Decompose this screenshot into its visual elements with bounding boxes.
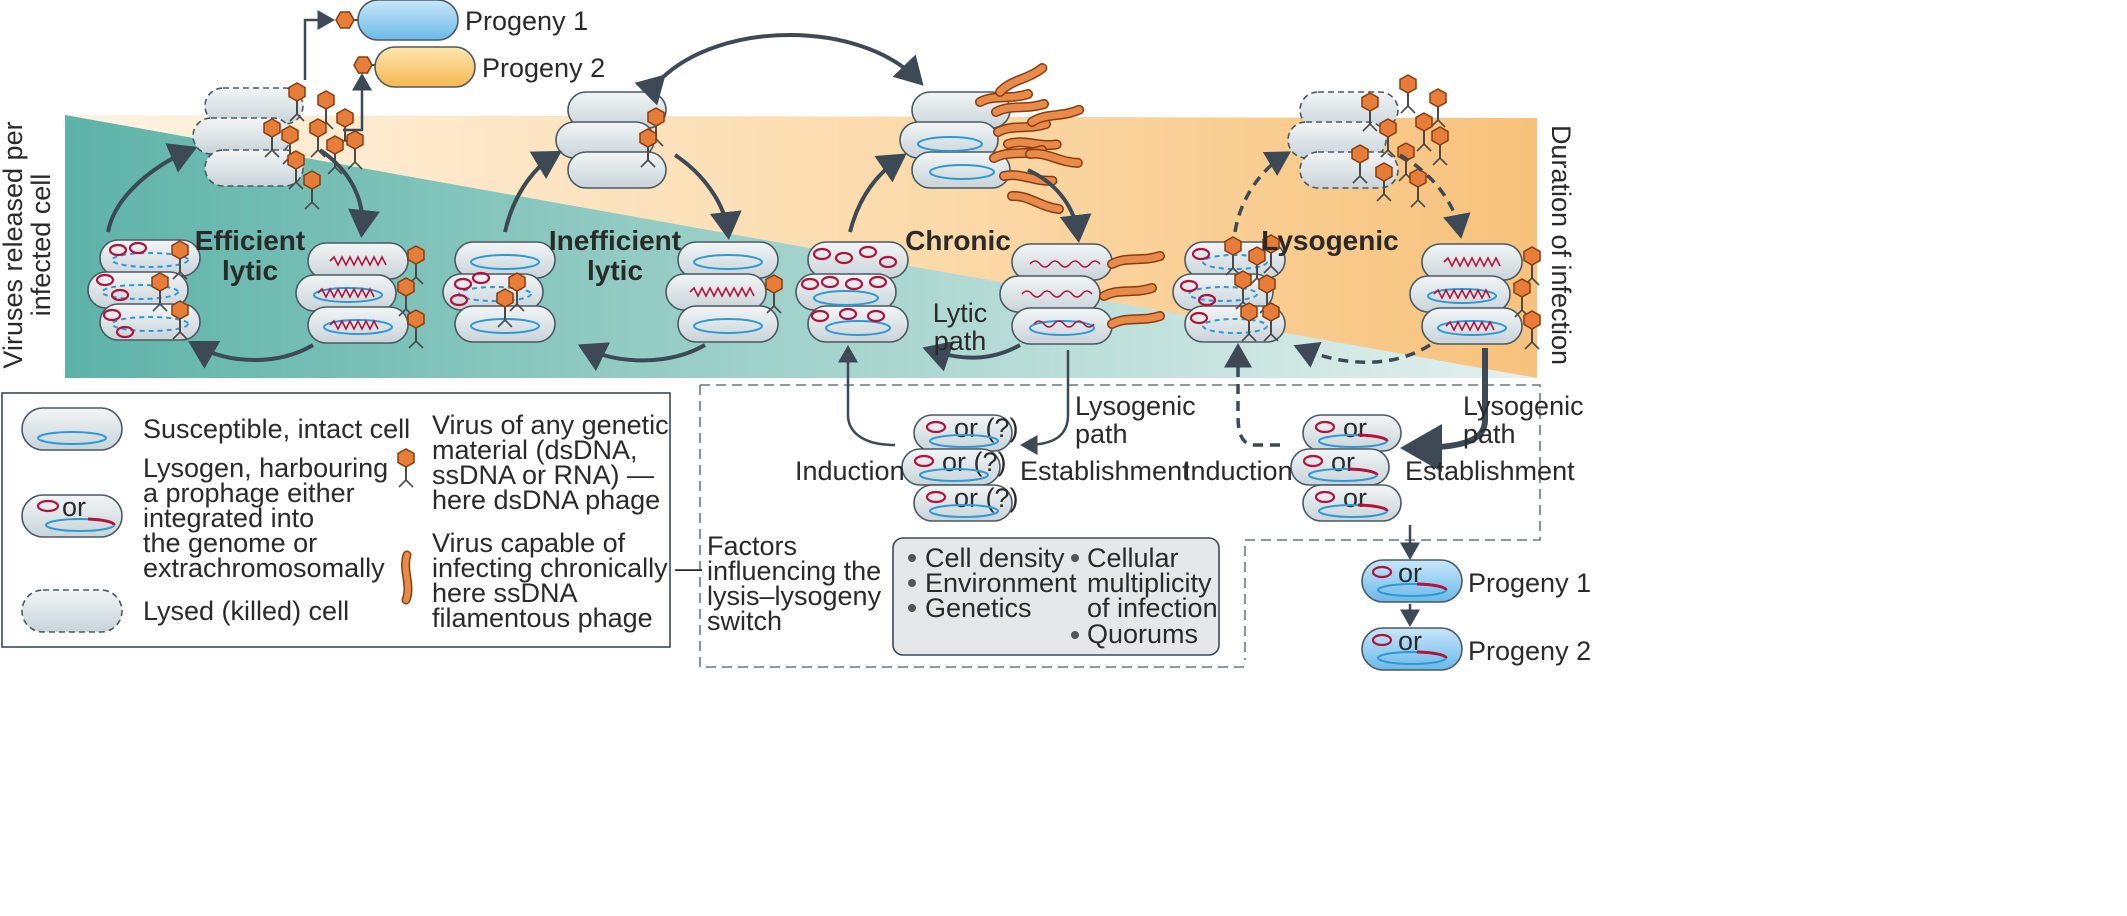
legend-virus-4: here dsDNA phage — [432, 485, 660, 515]
legend-virus-2: material (dsDNA, — [432, 435, 638, 465]
legend-virus-1: Virus of any genetic — [432, 410, 669, 440]
factors-title-4: switch — [707, 606, 782, 636]
teal-band — [65, 115, 1537, 378]
legend-chronic-4: filamentous phage — [432, 603, 653, 633]
legend-lysogen-2: a prophage either — [143, 478, 355, 508]
chronic-label: Chronic — [905, 225, 1011, 256]
factors-title-3: lysis–lysogeny — [707, 581, 882, 611]
lysogenic-path-1: Lysogenic — [1463, 391, 1584, 421]
factors-title-1: Factors — [707, 531, 797, 561]
infected-cells-left — [87, 239, 201, 341]
progeny-2-lysogen: or — [1361, 626, 1463, 671]
legend-lysed-text: Lysed (killed) cell — [143, 596, 349, 626]
legend-lysed-cell — [21, 589, 123, 633]
lysogenic-path-2: path — [1463, 419, 1516, 449]
efficient-label-2: lytic — [222, 255, 278, 286]
progeny-1-label-bottom: Progeny 1 — [1468, 568, 1591, 598]
inefficient-label-1: Inefficient — [549, 225, 681, 256]
or-q-3: or (?) — [954, 483, 1019, 513]
legend-lysogen-5: extrachromosomally — [143, 553, 385, 583]
dashed-region-outline — [700, 384, 1541, 660]
progeny-2-label-bottom: Progeny 2 — [1468, 636, 1591, 666]
lysogenic-cycle: Lysogenic — [1172, 74, 1541, 368]
chronic-lysogen-stack: or (?) or (?) or (?) — [901, 413, 1019, 522]
factor-of-infection: of infection — [1087, 593, 1218, 623]
factor-multiplicity: multiplicity — [1087, 568, 1212, 598]
legend-lysogen-3: integrated into — [143, 503, 314, 533]
legend-chronic-1: Virus capable of — [432, 528, 626, 558]
factor-quorums: Quorums — [1087, 619, 1198, 649]
factor-environment: Environment — [925, 568, 1077, 598]
legend-chronic-2: infecting chronically — — [432, 553, 702, 583]
factor-cell-density: Cell density — [925, 543, 1065, 573]
legend-virus-3: ssDNA or RNA) — — [432, 460, 654, 490]
efficient-label-1: Efficient — [195, 225, 305, 256]
progeny-1-cell-top — [357, 0, 459, 41]
inefficient-label-2: lytic — [587, 255, 643, 286]
induction-label-1: Induction — [795, 456, 905, 486]
efficient-lytic-cycle: Efficient lytic Progeny 1 Progeny 2 — [87, 0, 605, 369]
legend-intact-cell — [21, 407, 123, 451]
lysis-lysogeny-switch: or (?) or (?) or (?) Lysogenic path Indu… — [699, 343, 1591, 671]
factor-genetics: Genetics — [925, 593, 1032, 623]
progeny-2-cell-top — [374, 46, 476, 88]
legend-lysogen-4: the genome or — [143, 528, 317, 558]
factors-box — [892, 537, 1220, 656]
legend-or: or — [62, 492, 86, 522]
establishment-label-2: Establishment — [1405, 456, 1575, 486]
induction-label-2: Induction — [1183, 456, 1293, 486]
or-q-1: or (?) — [954, 413, 1019, 443]
legend-chronic-3: here ssDNA — [432, 578, 578, 608]
or-1: or — [1343, 413, 1367, 443]
top-double-arrow — [634, 33, 924, 106]
y-axis-label-2: infected cell — [26, 174, 56, 317]
legend-lysogen-1: Lysogen, harbouring — [143, 453, 388, 483]
duration-axis-label: Duration of infection — [1546, 125, 1576, 365]
factors-list: Cell density Environment Genetics Cellul… — [908, 543, 1218, 649]
y-axis-label-1: Viruses released per — [0, 121, 28, 368]
lysogenic-label: Lysogenic — [1261, 225, 1398, 256]
chronic-lysogenic-path-1: Lysogenic — [1075, 391, 1196, 421]
chronic-cycle: Chronic Lytic path — [795, 68, 1160, 372]
legend: Susceptible, intact cell or Lysogen, har… — [1, 392, 702, 648]
or-2: or — [1331, 447, 1355, 477]
lytic-path-label-1: Lytic — [933, 298, 988, 328]
factor-cellular: Cellular — [1087, 543, 1179, 573]
progeny-1-label-top: Progeny 1 — [465, 6, 588, 36]
or-q-2: or (?) — [942, 447, 1007, 477]
legend-intact-text: Susceptible, intact cell — [143, 414, 410, 444]
establishment-label-1: Establishment — [1020, 456, 1190, 486]
lysogen-stack: or or or — [1290, 413, 1402, 522]
factors-title-2: influencing the — [707, 556, 881, 586]
or-3: or — [1343, 483, 1367, 513]
infected-cells-right — [295, 242, 425, 349]
background-bands — [65, 115, 1537, 378]
progeny-1-lysogen: or — [1361, 558, 1463, 603]
chronic-lysogenic-path-2: path — [1075, 419, 1128, 449]
progeny-2-label-top: Progeny 2 — [482, 53, 605, 83]
lytic-path-label-2: path — [934, 326, 987, 356]
